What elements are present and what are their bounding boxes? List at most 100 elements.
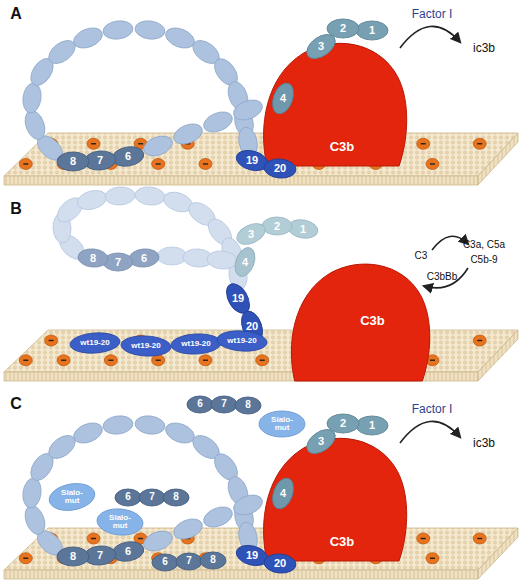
scr-domain (157, 247, 187, 265)
negative-charge (152, 355, 165, 366)
domain-shape (96, 507, 144, 537)
scr-domain (71, 419, 106, 447)
membrane-surface (4, 133, 518, 176)
scr-domain: 8 (78, 249, 108, 267)
minus-symbol (421, 143, 426, 144)
minus-symbol (23, 360, 28, 361)
scr-domain (21, 82, 43, 114)
domain-number: 6 (125, 492, 131, 502)
scr-domain: 19 (236, 546, 268, 565)
fragment-domain: 6 (152, 554, 178, 571)
mutant-oval: Sialo- mut (49, 484, 95, 510)
domain-chain (21, 19, 265, 560)
domain-number: 6 (125, 151, 131, 162)
panel-letter: B (10, 200, 22, 218)
scr-domain (71, 24, 106, 52)
domain-shape (302, 29, 339, 63)
domain-number: 6 (141, 253, 147, 264)
domain-shape (128, 248, 159, 269)
activation-arrow (432, 236, 468, 250)
fragment-domain: 8 (200, 552, 226, 569)
enzyme-label: Factor I (412, 7, 453, 21)
scr-domain: 4 (230, 253, 260, 271)
minus-symbol (421, 538, 426, 539)
scr-domain (163, 419, 198, 447)
convertase-label: C3bBb (427, 271, 458, 282)
domain-number: 6 (125, 546, 131, 557)
scr-domain: 3 (236, 225, 266, 243)
domain-shape (77, 248, 108, 269)
domain-shape (121, 335, 172, 358)
negative-charge (473, 335, 486, 346)
minus-symbol (156, 163, 161, 164)
cleavage-arrow (400, 421, 460, 443)
negative-charge (19, 553, 32, 564)
negative-charge (19, 355, 32, 366)
domain-shape (231, 245, 258, 279)
domain-shape (262, 217, 292, 235)
peptide-oval: wt19-20 (70, 333, 120, 353)
scr-domain (134, 186, 166, 207)
domain-number: 4 (280, 488, 286, 499)
membrane-group (4, 133, 518, 579)
domain-shape (57, 547, 89, 566)
negative-charge (426, 553, 439, 564)
domain-number: 1 (369, 25, 375, 36)
minus-symbol (477, 538, 482, 539)
domain-shape (187, 396, 213, 413)
scr-domain (231, 96, 265, 123)
minus-symbol (108, 360, 113, 361)
domain-number: 19 (232, 293, 244, 304)
mutant-label: Sialo- mut (54, 489, 90, 505)
enzyme-label: Factor I (412, 402, 453, 416)
negative-charge (104, 355, 117, 366)
domain-number: 7 (149, 492, 155, 502)
domain-number: 8 (70, 156, 76, 167)
domain-shape (302, 424, 339, 458)
negative-charge (417, 138, 430, 149)
protein-label: C3b (330, 534, 355, 547)
minus-symbol (61, 360, 66, 361)
negative-charge (426, 158, 439, 169)
scr-domain (21, 477, 43, 509)
minus-symbol (138, 538, 143, 539)
scr-domain: 19 (236, 151, 268, 170)
scr-domain: 20 (264, 159, 296, 178)
domain-number: 20 (246, 321, 258, 332)
peptide-oval: wt19-20 (121, 336, 171, 356)
negative-charge (199, 158, 212, 169)
scr-domain (201, 503, 236, 531)
scr-domain (134, 414, 166, 436)
product-label: ic3b (473, 436, 495, 450)
scr-domain (75, 187, 109, 212)
scr-domain: 6 (129, 249, 159, 267)
minus-symbol (477, 340, 482, 341)
minus-symbol (430, 163, 435, 164)
scr-domain (104, 186, 135, 206)
mutant-label: Sialo- mut (102, 514, 138, 530)
domain-shape (111, 144, 146, 168)
scr-domain (102, 19, 134, 41)
scr-domain: 1 (356, 21, 388, 40)
peptide-label: wt19-20 (80, 339, 109, 347)
membrane-edge (4, 176, 478, 185)
scr-domain: 3 (305, 432, 337, 451)
domain-number: 2 (274, 221, 280, 232)
panel-letter: A (10, 5, 22, 23)
membrane-edge (4, 570, 478, 579)
negative-charge (152, 158, 165, 169)
protein-shape (264, 43, 407, 166)
fragment-domain: 7 (139, 489, 165, 506)
domain-shape (47, 480, 97, 514)
scr-domain (102, 414, 134, 436)
mutant-label: Sialo- mut (264, 416, 300, 432)
minus-symbol (138, 143, 143, 144)
negative-charge (57, 355, 70, 366)
domain-number: 20 (274, 163, 286, 174)
product-label: ic3b (473, 41, 495, 55)
domain-number: 1 (300, 224, 306, 235)
peptide-label: wt19-20 (181, 340, 210, 348)
domain-shape (152, 554, 178, 571)
peptide-label: wt19-20 (227, 337, 256, 345)
